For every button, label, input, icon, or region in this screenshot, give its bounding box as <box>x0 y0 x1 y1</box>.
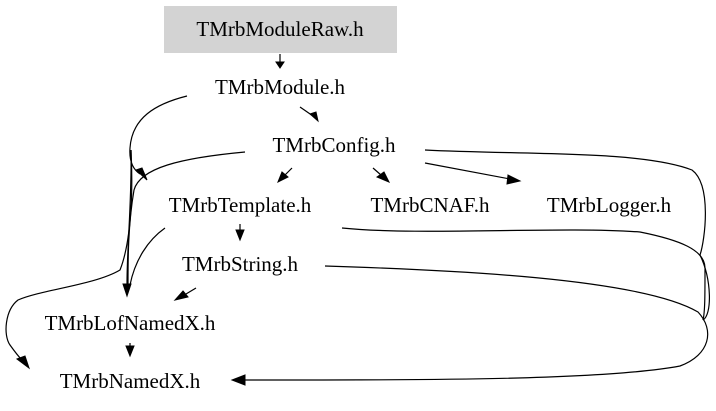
edge-config-to-namedx-right <box>424 149 711 321</box>
edge-config-to-logger <box>424 162 511 180</box>
arrowhead-config-to-cnaf <box>375 171 391 183</box>
edge-module-to-template <box>129 95 188 175</box>
edge-module-to-namedx <box>5 149 133 361</box>
arrowhead-config-to-template <box>277 171 289 184</box>
edge-template-to-namedx <box>341 227 706 321</box>
arrowhead-raw-to-module <box>275 61 285 69</box>
node-module-label: TMrbModule.h <box>215 75 346 99</box>
edge-config-to-lofnamedx <box>127 151 246 285</box>
node-cnaf-label: TMrbCNAF.h <box>370 193 490 217</box>
arrowhead-module-to-template <box>135 167 148 181</box>
node-config-label: TMrbConfig.h <box>272 133 396 157</box>
arrowhead-string-to-lofnamedx <box>173 290 189 301</box>
edge-string-to-namedx <box>244 265 709 381</box>
edge-template-to-lofnamedx <box>129 227 166 286</box>
node-raw-box <box>164 6 397 53</box>
node-template-label: TMrbTemplate.h <box>169 193 312 217</box>
node-namedx-label: TMrbNamedX.h <box>60 369 201 393</box>
arrowhead-lofnamedx-to-namedx <box>125 345 135 358</box>
node-raw-label: TMrbModuleRaw.h <box>196 17 364 41</box>
arrowhead-module-to-config <box>309 111 319 123</box>
arrowhead-string-to-namedx <box>230 374 246 386</box>
edge-config-to-cnaf <box>372 167 382 176</box>
node-logger-label: TMrbLogger.h <box>547 193 672 217</box>
node-lofnamedx-label: TMrbLofNamedX.h <box>45 311 216 335</box>
arrowhead-module-to-namedx <box>15 355 30 370</box>
edge-string-to-lofnamedx <box>185 287 197 295</box>
arrowhead-config-to-logger <box>506 174 522 185</box>
edge-config-to-template <box>284 167 293 176</box>
node-string-label: TMrbString.h <box>182 252 299 276</box>
edges <box>5 54 711 386</box>
arrowhead-template-to-string <box>235 229 245 242</box>
nodes: TMrbModuleRaw.h TMrbModule.h TMrbConfig.… <box>45 6 672 393</box>
arrowhead-module-to-lofnamedx <box>122 283 132 298</box>
